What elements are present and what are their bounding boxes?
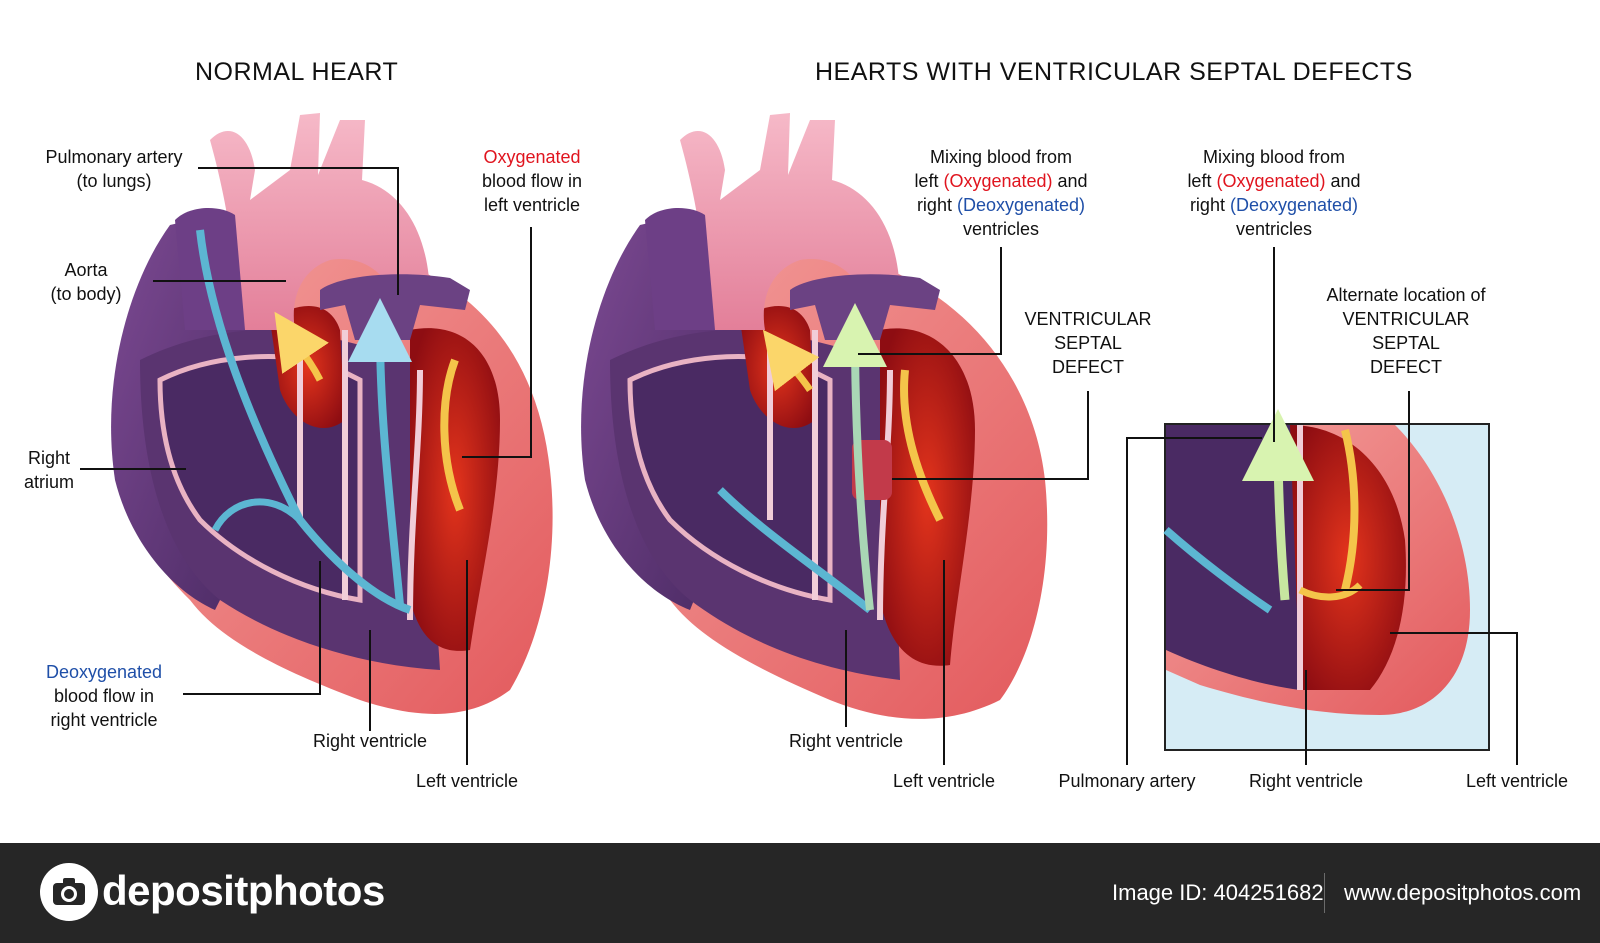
vsd-hearts-title: HEARTS WITH VENTRICULAR SEPTAL DEFECTS [815,58,1413,86]
label-mixing-blood-2: Mixing blood from left (Oxygenated) and … [1161,145,1387,241]
label-line: Aorta [64,260,108,280]
label-line: right (Deoxygenated) [888,193,1114,217]
label-line: ventricles [1235,219,1313,239]
label-text: and [1052,171,1088,191]
oxygenated-word: (Oxygenated) [943,171,1053,191]
camera-icon [42,865,96,919]
label-pulmonary-artery: Pulmonary artery (to lungs) [34,145,194,193]
normal-heart-title: NORMAL HEART [195,58,399,86]
label-text: left [914,171,944,191]
label-oxygenated-flow: Oxygenated blood flow in left ventricle [462,145,602,217]
label-text: left [1187,171,1217,191]
label-line: VENTRICULAR [1342,309,1470,329]
label-line: blood flow in [481,171,583,191]
label-left-ventricle-vsd: Left ventricle [892,771,996,791]
label-line: (to body) [50,284,122,304]
label-line: DEFECT [1370,357,1442,377]
label-line: right (Deoxygenated) [1161,193,1387,217]
label-line: DEFECT [1052,357,1124,377]
camera-logo-icon [40,863,98,921]
label-line: Mixing blood from [1202,147,1346,167]
label-left-ventricle-inset: Left ventricle [1465,771,1569,791]
inset-alternate-vsd [1163,409,1490,751]
site-url-text: www.depositphotos.com [1344,880,1582,905]
deoxygenated-word: (Deoxygenated) [1229,195,1359,215]
leader-lines [80,167,1518,765]
label-right-ventricle-vsd: Right ventricle [788,731,904,751]
label-pulmonary-artery-inset: Pulmonary artery [1058,771,1196,791]
image-id-text: Image ID: 404251682 [1112,880,1324,905]
label-deoxygenated-flow: Deoxygenated blood flow in right ventric… [24,660,184,732]
deoxygenated-word: Deoxygenated [45,662,163,682]
label-right-atrium: Right atrium [14,446,84,494]
label-text: right [1189,195,1230,215]
label-right-ventricle: Right ventricle [312,731,428,751]
label-line: VENTRICULAR [1024,309,1152,329]
label-line: (to lungs) [76,171,152,191]
label-right-ventricle-inset: Right ventricle [1248,771,1364,791]
vsd-heart-illustration [581,113,1048,719]
label-ventricular-septal-defect: VENTRICULAR SEPTAL DEFECT [1016,307,1160,379]
label-line: Pulmonary artery [45,147,183,167]
label-left-ventricle: Left ventricle [415,771,519,791]
label-line: left (Oxygenated) and [1161,169,1387,193]
label-line: SEPTAL [1054,333,1122,353]
label-line: Alternate location of [1326,285,1486,305]
label-line: left (Oxygenated) and [888,169,1114,193]
label-line: Mixing blood from [929,147,1073,167]
brand-wordmark: depositphotos [102,867,385,914]
label-text: and [1325,171,1361,191]
heart-diagram-artwork [80,113,1518,765]
label-line: left ventricle [483,195,581,215]
label-line: atrium [23,472,74,492]
footer-divider [1324,873,1325,913]
label-line: blood flow in [53,686,155,706]
label-line: Right [27,448,71,468]
deoxygenated-word: (Deoxygenated) [956,195,1086,215]
oxygenated-word: (Oxygenated) [1216,171,1326,191]
stock-footer-bar: depositphotos Image ID: 404251682 www.de… [0,843,1600,943]
label-alternate-location: Alternate location of VENTRICULAR SEPTAL… [1306,283,1506,379]
label-text: right [916,195,957,215]
label-line: SEPTAL [1372,333,1440,353]
label-mixing-blood-1: Mixing blood from left (Oxygenated) and … [888,145,1114,241]
oxygenated-word: Oxygenated [483,147,581,167]
normal-heart-illustration [111,113,553,714]
label-aorta: Aorta (to body) [26,258,146,306]
label-line: ventricles [962,219,1040,239]
label-line: right ventricle [50,710,158,730]
